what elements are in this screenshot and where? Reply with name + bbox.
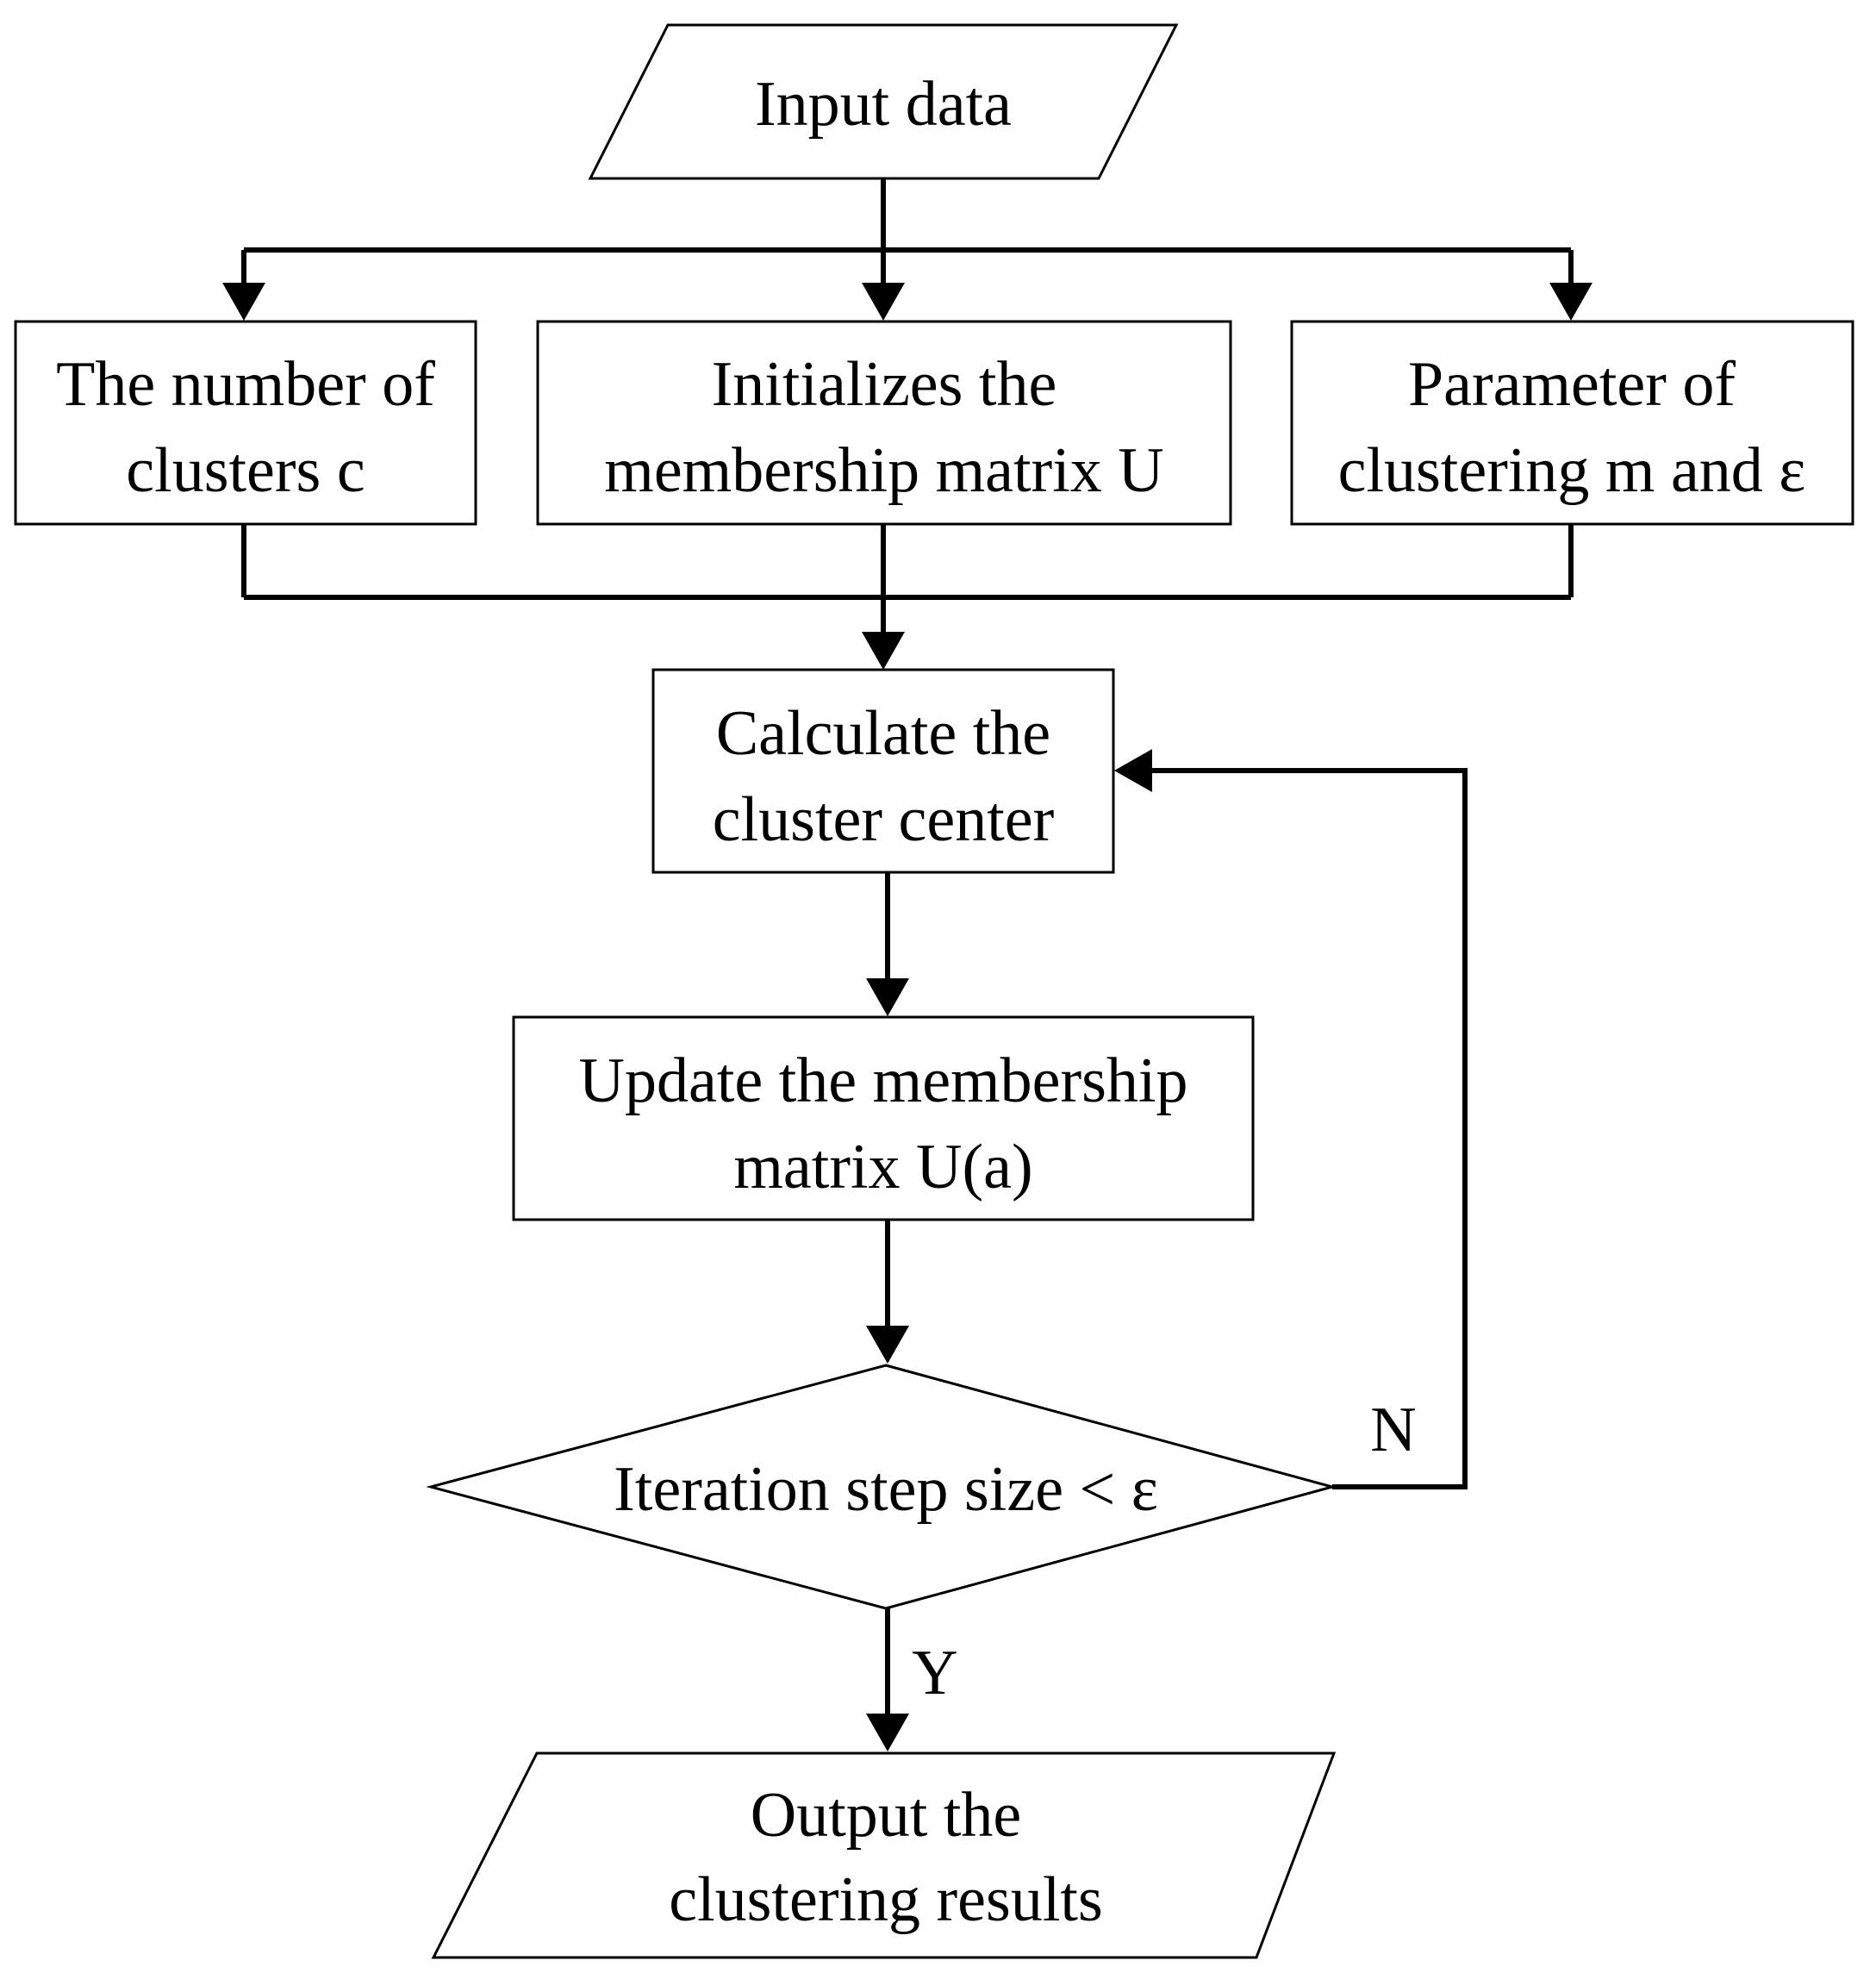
update-matrix-label-line1: Update the membership bbox=[579, 1046, 1188, 1116]
num-clusters-label-line2: clusters c bbox=[126, 435, 365, 506]
output-node: Output the clustering results bbox=[431, 1751, 1337, 1959]
arrowhead-calc-center bbox=[862, 632, 905, 670]
calc-center-label-line1: Calculate the bbox=[716, 698, 1050, 769]
arrowhead-output bbox=[866, 1714, 909, 1751]
edge-label-yes: Y bbox=[912, 1638, 957, 1708]
arrowhead-loop-back bbox=[1114, 749, 1152, 792]
params-label-line1: Parameter of bbox=[1408, 349, 1736, 420]
params-node: Parameter of clustering m and ε bbox=[1290, 320, 1854, 526]
connector-no-loop bbox=[1150, 768, 1468, 1489]
output-label-line1: Output the bbox=[751, 1780, 1021, 1851]
arrowhead-decision bbox=[866, 1326, 909, 1364]
arrowhead-init-matrix bbox=[862, 283, 905, 321]
arrowhead-params bbox=[1549, 283, 1592, 321]
calc-center-label-line2: cluster center bbox=[713, 784, 1055, 855]
edge-label-no: N bbox=[1370, 1395, 1416, 1465]
input-data-label: Input data bbox=[755, 69, 1012, 140]
init-matrix-node: Initializes the membership matrix U bbox=[536, 320, 1232, 526]
decision-label: Iteration step size < ε bbox=[614, 1454, 1158, 1525]
init-matrix-label-line2: membership matrix U bbox=[604, 435, 1163, 506]
num-clusters-label-line1: The number of bbox=[56, 349, 435, 420]
output-label-line2: clustering results bbox=[669, 1864, 1103, 1935]
decision-node: Iteration step size < ε bbox=[426, 1364, 1337, 1610]
params-label-line2: clustering m and ε bbox=[1338, 435, 1806, 506]
calc-center-node: Calculate the cluster center bbox=[651, 668, 1115, 874]
input-data-node: Input data bbox=[588, 23, 1179, 180]
arrowhead-clusters bbox=[222, 283, 265, 321]
update-matrix-label-line2: matrix U(a) bbox=[733, 1132, 1032, 1202]
num-clusters-node: The number of clusters c bbox=[14, 320, 477, 526]
update-matrix-node: Update the membership matrix U(a) bbox=[512, 1015, 1255, 1221]
init-matrix-label-line1: Initializes the bbox=[712, 349, 1057, 420]
arrowhead-update bbox=[866, 978, 909, 1016]
connectors bbox=[222, 178, 1592, 1751]
